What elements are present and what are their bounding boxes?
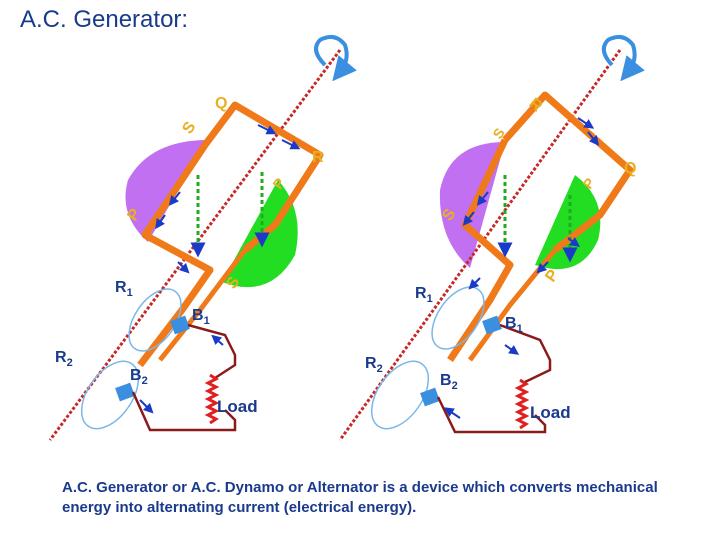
left-label-load: Load	[217, 397, 258, 416]
right-brush-b2	[420, 387, 440, 407]
right-south-pole	[535, 175, 601, 270]
left-label-r: R	[312, 149, 324, 166]
left-label-s-top: S	[179, 119, 199, 138]
right-generator: R Q S P S P R1 R2 B1 B2 Load	[338, 34, 645, 441]
right-rotation-arrow	[601, 34, 645, 82]
right-wire-bottom	[436, 396, 547, 434]
left-brush-b2	[115, 382, 135, 402]
left-coil-lead	[158, 248, 247, 362]
right-label-r1: R1	[415, 285, 433, 305]
left-current-arrow-6	[211, 334, 224, 346]
left-coil-lower	[137, 143, 214, 368]
right-current-arrow-9	[443, 407, 461, 419]
left-current-arrow-2	[281, 139, 301, 150]
left-slip-ring-1	[128, 288, 182, 352]
left-current-arrow-3	[168, 191, 181, 206]
right-label-load: Load	[530, 403, 571, 422]
right-current-arrow-2	[587, 131, 600, 146]
page-title: A.C. Generator:	[20, 6, 189, 33]
left-label-b1: B1	[192, 307, 210, 327]
left-wire-top	[187, 323, 237, 380]
left-generator: Q R S P P S R1 R2 B1 B2 Load	[48, 34, 357, 441]
right-label-b1: B1	[505, 315, 523, 335]
right-current-arrow-1	[577, 117, 595, 129]
right-current-arrow-8	[504, 344, 520, 355]
caption: A.C. Generator or A.C. Dynamo or Alterna…	[62, 479, 658, 516]
left-rotation-arrow	[314, 34, 357, 82]
right-label-q: Q	[624, 160, 636, 177]
right-label-p: P	[542, 267, 562, 286]
left-label-b2: B2	[130, 367, 148, 387]
right-brush-b1	[482, 315, 502, 335]
left-label-r2: R2	[55, 349, 73, 369]
right-current-arrow-4	[462, 211, 475, 226]
right-label-r2: R2	[365, 355, 383, 375]
right-current-arrow-5	[567, 237, 580, 247]
left-wire-bottom	[131, 391, 237, 432]
left-current-arrow-4	[155, 214, 166, 230]
right-load-resistor	[514, 378, 530, 430]
left-load-resistor	[204, 373, 220, 425]
right-coil	[502, 91, 634, 253]
left-current-arrow-5	[177, 261, 190, 274]
right-current-arrow-3	[476, 191, 489, 206]
right-wire-top	[499, 323, 552, 384]
right-current-arrow-6	[536, 261, 549, 274]
right-slip-ring-2	[370, 360, 430, 430]
left-brush-b1	[170, 315, 190, 335]
right-label-b2: B2	[440, 372, 458, 392]
left-current-arrow-1	[257, 124, 277, 135]
left-label-r1: R1	[115, 279, 133, 299]
left-slip-ring-2	[80, 360, 140, 430]
left-current-arrow-7	[139, 399, 154, 414]
left-label-q: Q	[215, 95, 227, 112]
right-axis	[338, 49, 622, 441]
right-current-arrow-7	[468, 277, 481, 290]
